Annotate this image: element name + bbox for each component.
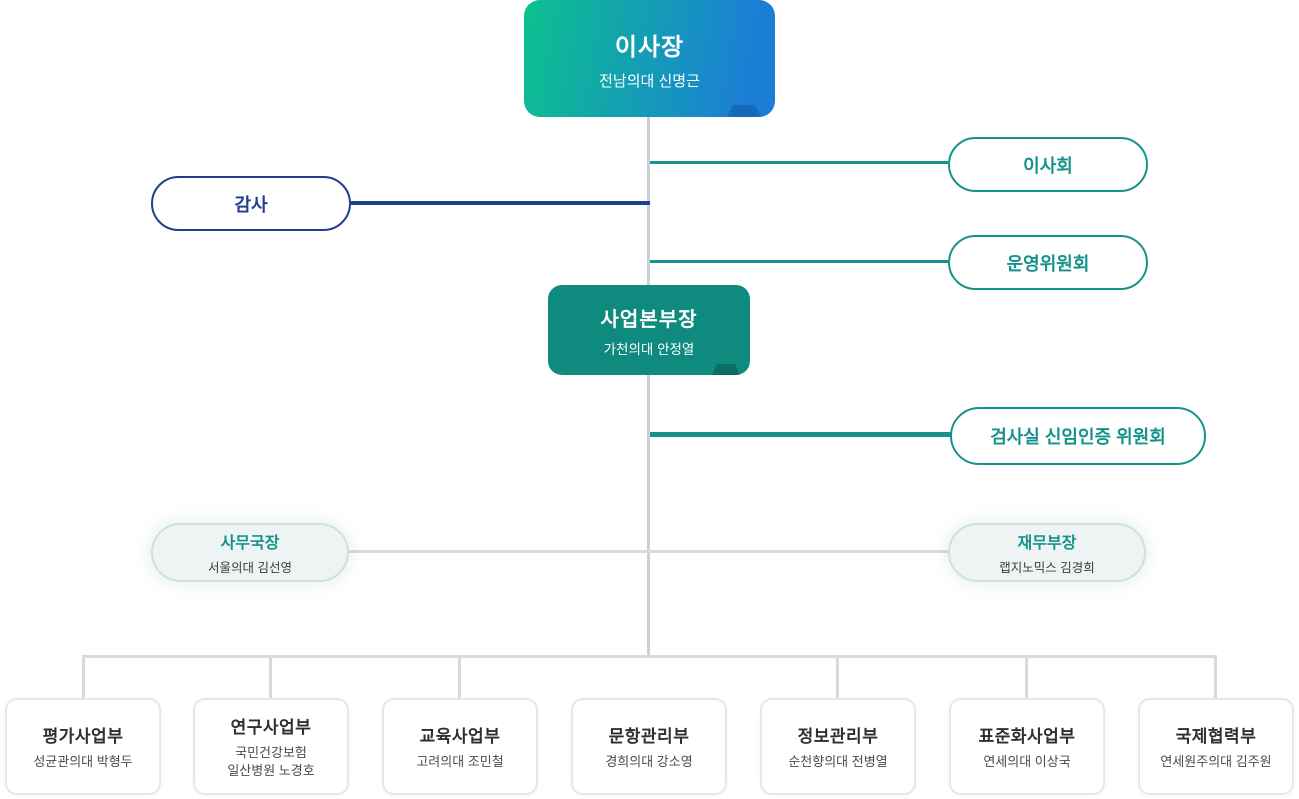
department-box: 연구사업부 국민건강보험 일산병원 노경호 (193, 698, 349, 795)
secretary-general-title: 사무국장 (220, 535, 280, 552)
connector-drop-7 (1214, 655, 1217, 700)
department-title: 평가사업부 (42, 727, 124, 747)
department-box: 교육사업부 고려의대 조민철 (382, 698, 538, 795)
department-subtitle: 경희의대 강소영 (605, 754, 693, 770)
finance-director-subtitle: 랩지노믹스 김경희 (999, 561, 1095, 575)
connector-drop-2 (269, 655, 272, 700)
department-box: 문항관리부 경희의대 강소영 (571, 698, 727, 795)
division-head-subtitle: 가천의대 안정열 (603, 341, 695, 357)
auditor-pill: 감사 (151, 176, 351, 231)
connector-auditor (351, 201, 650, 205)
division-head-box: 사업본부장 가천의대 안정열 (548, 285, 750, 375)
department-subtitle: 성균관의대 박형두 (33, 754, 133, 770)
finance-director-pill: 재무부장 랩지노믹스 김경희 (948, 523, 1146, 582)
chairman-title: 이사장 (614, 33, 685, 61)
department-title: 연구사업부 (230, 718, 312, 738)
department-title: 정보관리부 (797, 727, 879, 747)
department-subtitle: 국민건강보험 일산병원 노경호 (227, 745, 315, 778)
board-pill: 이사회 (948, 137, 1148, 192)
connector-board (650, 161, 948, 164)
department-subtitle: 연세원주의대 김주원 (1160, 754, 1272, 770)
department-title: 문항관리부 (608, 727, 690, 747)
department-subtitle: 순천향의대 전병열 (788, 754, 888, 770)
department-box: 정보관리부 순천향의대 전병열 (760, 698, 916, 795)
department-subtitle: 연세의대 이상국 (983, 754, 1071, 770)
connector-drop-3 (458, 655, 461, 700)
secretary-general-subtitle: 서울의대 김선영 (208, 561, 292, 575)
ribbon-fold-icon (727, 105, 761, 117)
connector-bottom-horizontal (82, 655, 1217, 658)
chairman-subtitle: 전남의대 신명근 (599, 72, 700, 90)
auditor-label: 감사 (234, 194, 268, 215)
connector-drop-6 (1025, 655, 1028, 700)
connector-drop-5 (836, 655, 839, 700)
connector-drop-1 (82, 655, 85, 700)
chairman-box: 이사장 전남의대 신명근 (524, 0, 775, 117)
connector-lab-committee (650, 432, 952, 437)
department-title: 교육사업부 (419, 727, 501, 747)
finance-director-title: 재무부장 (1017, 535, 1077, 552)
board-label: 이사회 (1023, 155, 1073, 176)
department-title: 표준화사업부 (978, 727, 1076, 747)
department-subtitle: 고려의대 조민철 (416, 754, 504, 770)
department-title: 국제협력부 (1175, 727, 1257, 747)
department-box: 평가사업부 성균관의대 박형두 (5, 698, 161, 795)
ribbon-fold-icon (712, 364, 740, 375)
division-head-title: 사업본부장 (600, 308, 698, 331)
connector-steering (650, 260, 948, 263)
department-box: 표준화사업부 연세의대 이상국 (949, 698, 1105, 795)
lab-accreditation-committee-pill: 검사실 신임인증 위원회 (950, 407, 1206, 465)
secretary-general-pill: 사무국장 서울의대 김선영 (151, 523, 349, 582)
lab-accreditation-committee-label: 검사실 신임인증 위원회 (990, 427, 1166, 447)
connector-mid-horizontal (348, 550, 949, 553)
connector-center-vertical (647, 117, 650, 658)
steering-committee-label: 운영위원회 (1006, 253, 1090, 274)
steering-committee-pill: 운영위원회 (948, 235, 1148, 290)
department-box: 국제협력부 연세원주의대 김주원 (1138, 698, 1294, 795)
